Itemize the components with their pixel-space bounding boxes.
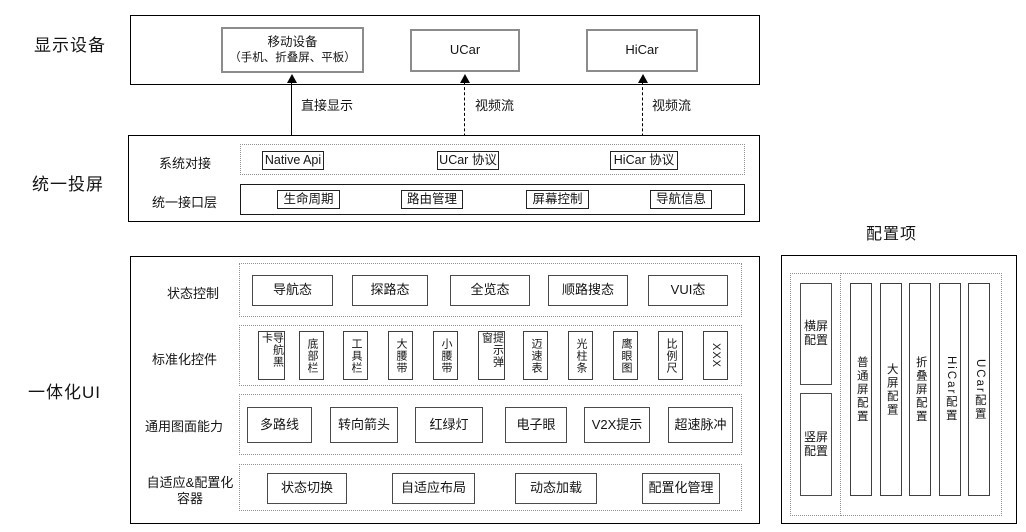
map-item-overspeed: 超速脉冲: [668, 407, 733, 443]
widget-item: 鹰眼图: [613, 331, 638, 380]
arrow-up-icon: [638, 74, 648, 83]
casting-item-native-api: Native Api: [262, 151, 324, 170]
arrow-up-icon: [287, 74, 297, 83]
map-item-traffic-light: 红绿灯: [415, 407, 483, 443]
device-hicar: HiCar: [586, 29, 698, 72]
state-item-vui: VUI态: [648, 275, 728, 306]
widget-item: 比例尺: [658, 331, 683, 380]
device-ucar: UCar: [410, 29, 520, 72]
connector-direct-label: 直接显示: [299, 95, 356, 114]
config-item-fold-screen: 折叠屏配置: [909, 283, 931, 496]
ui-row3-container: [239, 394, 742, 455]
config-item-hicar: HiCar配置: [939, 283, 961, 496]
config-item-ucar: UCar配置: [968, 283, 990, 496]
section-label-ui: 一体化UI: [28, 383, 101, 402]
config-panel-title: 配置项: [866, 226, 918, 243]
connector-direct-line: [291, 82, 292, 152]
device-mobile-line1: 移动设备: [267, 35, 318, 50]
arrow-up-icon: [460, 74, 470, 83]
ui-row2-label: 标准化控件: [152, 352, 218, 367]
map-item-turn-arrow: 转向箭头: [330, 407, 398, 443]
casting-item-routing: 路由管理: [401, 190, 463, 209]
casting-item-hicar-protocol: HiCar 协议: [610, 151, 678, 170]
section-label-casting: 统一投屏: [32, 175, 104, 194]
container-item-adaptive-layout: 自适应布局: [392, 473, 475, 504]
ui-row1-label: 状态控制: [167, 286, 220, 301]
connector-video2-label: 视频流: [650, 95, 694, 114]
config-item-big-screen: 大屏配置: [880, 283, 902, 496]
widget-item: 光柱条: [568, 331, 593, 380]
widget-item-placeholder: XXX: [703, 331, 728, 380]
device-mobile: 移动设备 （手机、折叠屏、平板）: [221, 27, 364, 73]
state-item-explore: 探路态: [352, 275, 428, 306]
state-item-overview: 全览态: [450, 275, 530, 306]
map-item-v2x: V2X提示: [584, 407, 650, 443]
connector-video1-line: [464, 82, 465, 152]
widget-item: 工具栏: [343, 331, 368, 380]
state-item-nav: 导航态: [252, 275, 333, 306]
container-item-dynamic-load: 动态加载: [515, 473, 597, 504]
config-item-portrait: 竖屏配置: [800, 393, 832, 496]
widget-item: 底部栏: [299, 331, 324, 380]
container-item-config-mgmt: 配置化管理: [642, 473, 720, 504]
map-item-camera: 电子眼: [505, 407, 567, 443]
config-item-landscape: 横屏配置: [800, 283, 832, 385]
casting-item-screen-control: 屏幕控制: [526, 190, 589, 209]
widget-item: 迈速表: [523, 331, 548, 380]
connector-video2-line: [642, 82, 643, 152]
casting-item-lifecycle: 生命周期: [277, 190, 340, 209]
widget-item: 提示弹窗: [478, 331, 505, 380]
casting-row2-label: 统一接口层: [152, 195, 218, 210]
connector-video1-label: 视频流: [473, 95, 517, 114]
device-mobile-line2: （手机、折叠屏、平板）: [229, 51, 356, 64]
ui-row3-label: 通用图面能力: [145, 419, 224, 434]
container-item-state-switch: 状态切换: [267, 473, 347, 504]
casting-row1-label: 系统对接: [159, 156, 212, 171]
state-item-route-search: 顺路搜态: [548, 275, 628, 306]
widget-item: 大腰带: [388, 331, 413, 380]
widget-item: 小腰带: [433, 331, 458, 380]
ui-row4-label: 自适应&配置化容器: [146, 475, 234, 507]
casting-item-ucar-protocol: UCar 协议: [437, 151, 499, 170]
casting-item-nav-info: 导航信息: [650, 190, 712, 209]
widget-item: 导航黑卡: [258, 331, 285, 380]
config-item-normal-screen: 普通屏配置: [850, 283, 872, 496]
map-item-multiroute: 多路线: [247, 407, 312, 443]
section-label-display: 显示设备: [34, 36, 106, 55]
